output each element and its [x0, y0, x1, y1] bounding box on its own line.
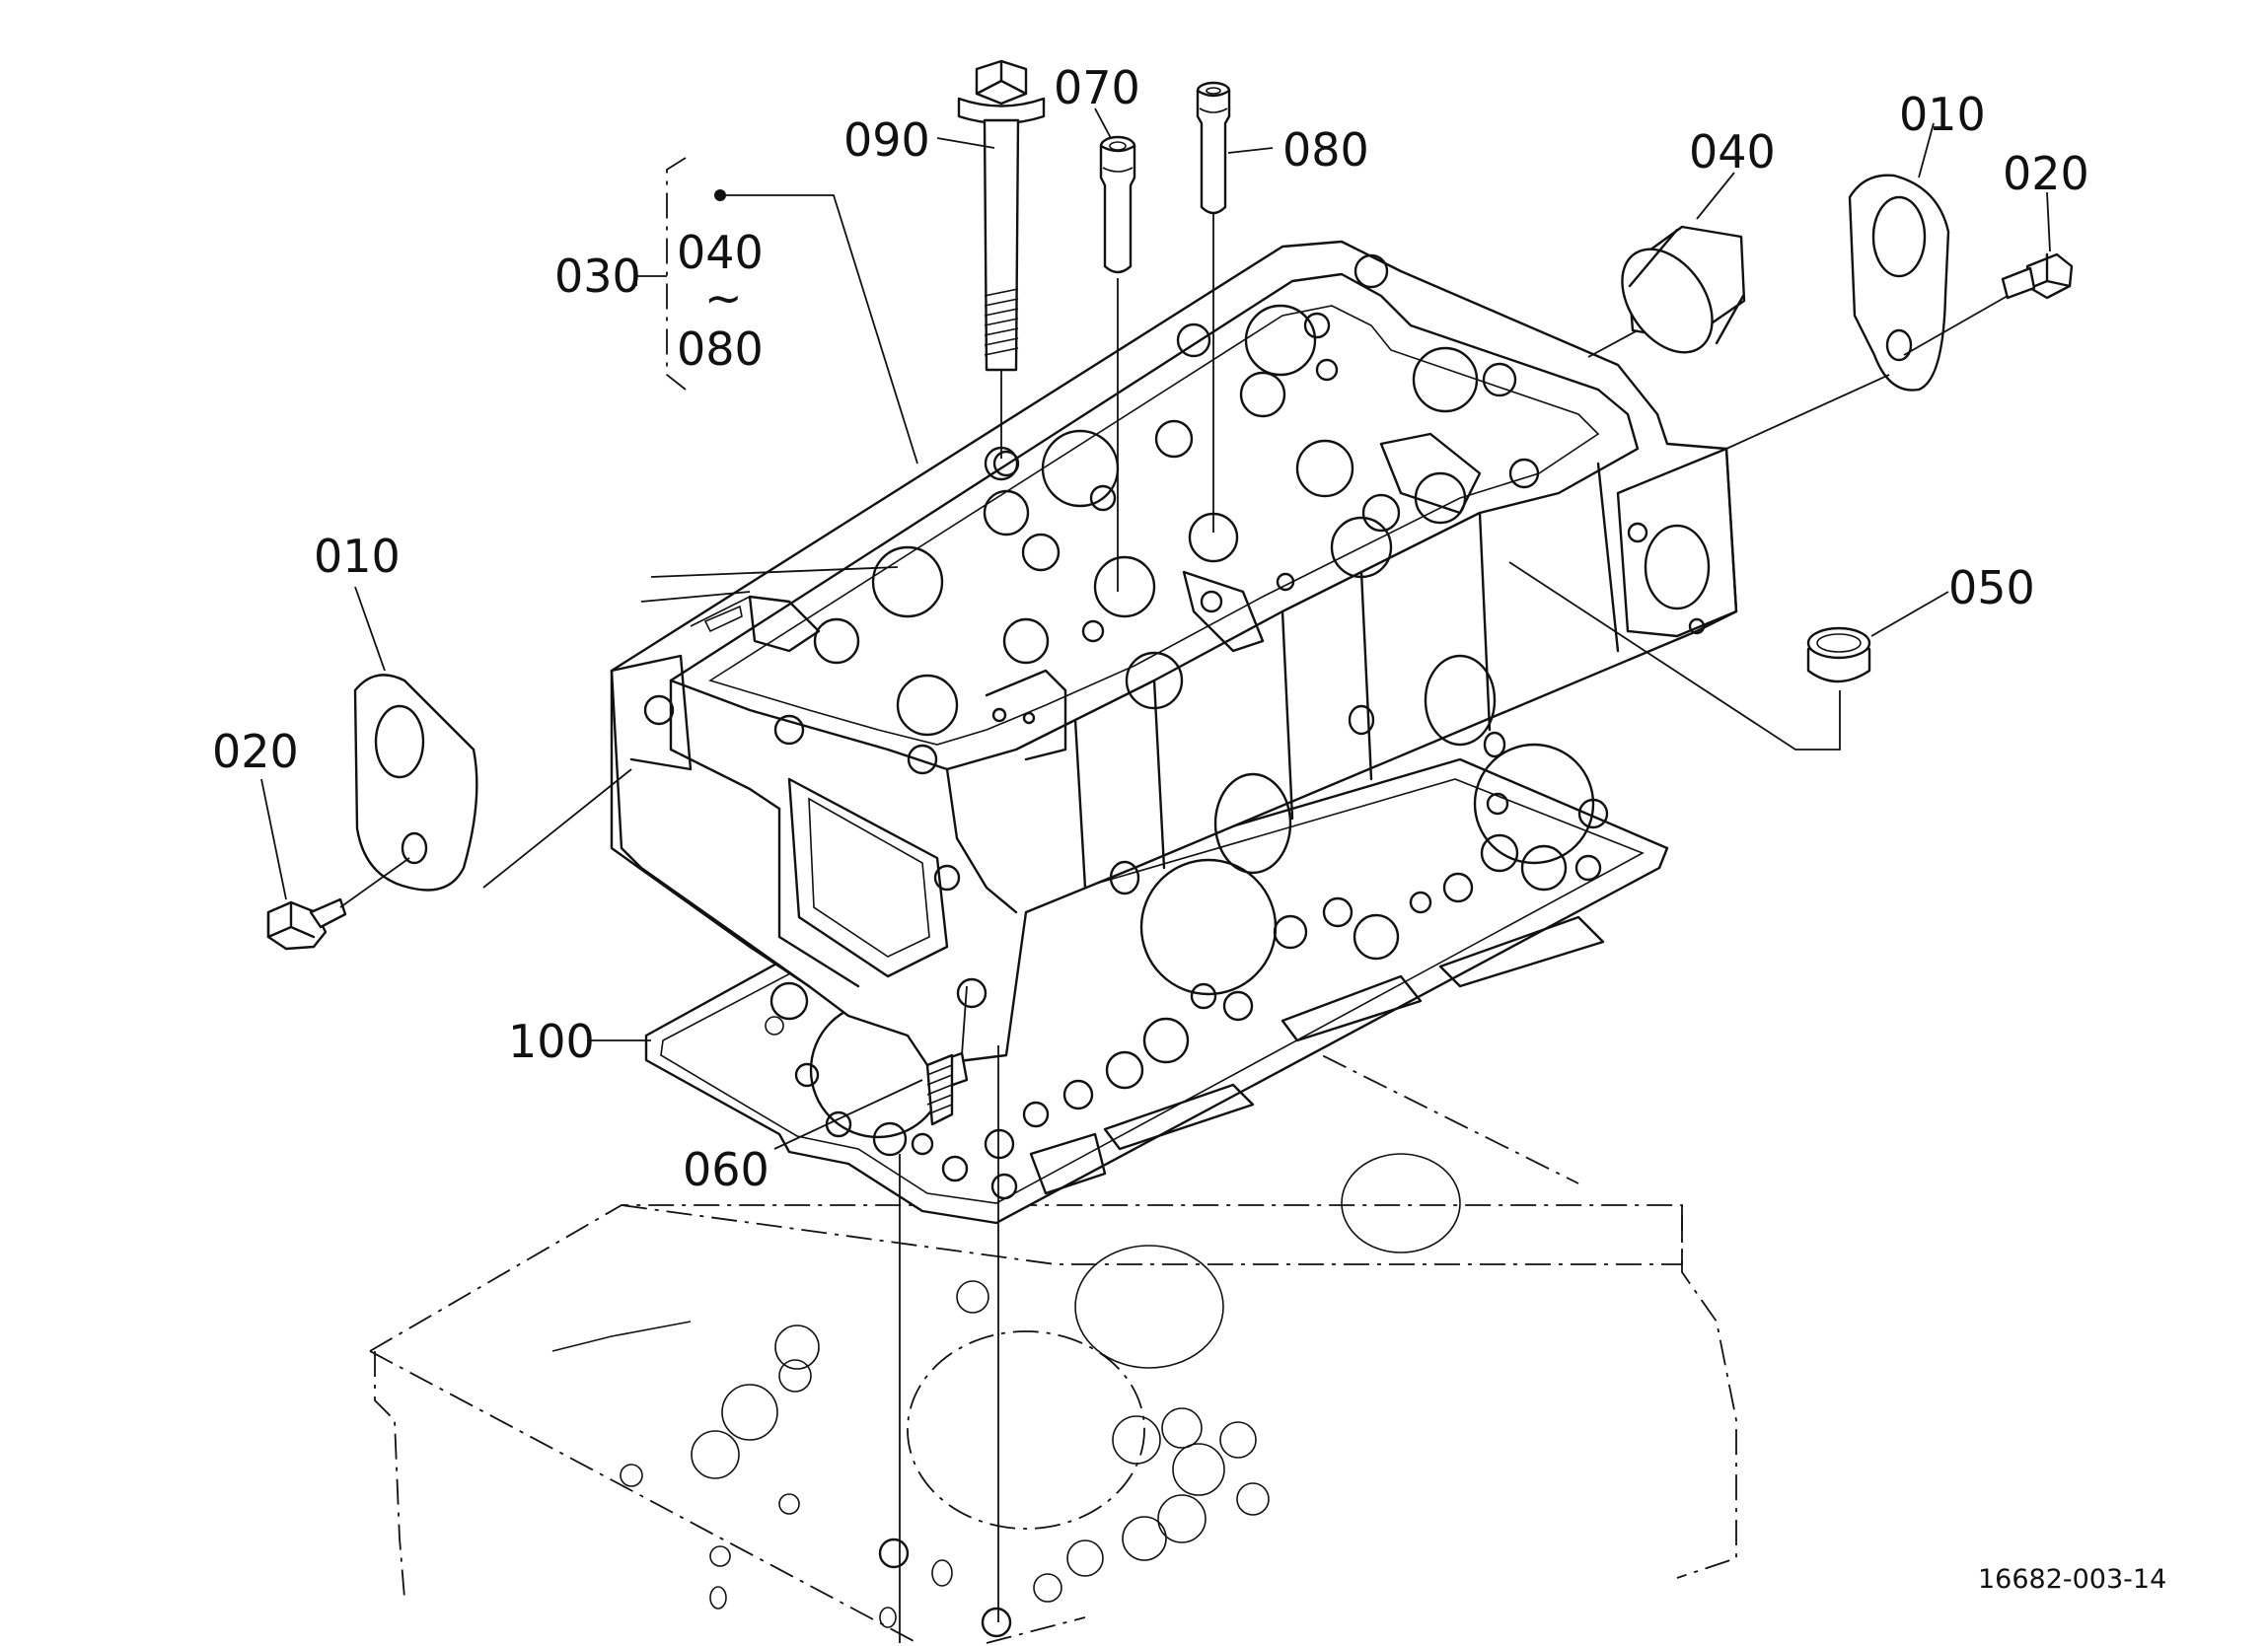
stud-060 — [925, 1051, 969, 1126]
label-070: 070 — [1054, 61, 1140, 114]
head-bolt-090 — [957, 59, 1046, 372]
cylinder-head-030 — [610, 240, 1738, 1067]
valve-guide-070 — [1099, 135, 1136, 274]
label-050: 050 — [1948, 561, 2035, 614]
label-010-right: 010 — [1899, 88, 1986, 141]
label-060: 060 — [683, 1143, 769, 1196]
label-090: 090 — [843, 113, 930, 167]
label-020-left: 020 — [212, 725, 299, 778]
label-080: 080 — [1282, 123, 1369, 177]
engine-block-outline — [369, 1035, 1737, 1644]
label-030-range-end: 080 — [677, 322, 764, 376]
group-bracket-030 — [635, 157, 687, 391]
valve-guide-080 — [1196, 81, 1231, 215]
sealing-plug-040 — [1621, 225, 1746, 354]
label-100: 100 — [508, 1015, 595, 1068]
drawing-code: 16682-003-14 — [1978, 1564, 2166, 1595]
head-gasket-100 — [644, 743, 1669, 1225]
bracket-010-left — [353, 674, 478, 892]
label-040: 040 — [1689, 125, 1776, 179]
label-010-left: 010 — [314, 530, 401, 583]
bolt-020-left — [266, 897, 347, 951]
label-030-range-tilde: ~ — [704, 271, 743, 324]
part-labels: 090 070 080 040 010 020 050 010 020 100 … — [212, 61, 2166, 1595]
bracket-010-right — [1848, 174, 1950, 392]
engine-block-bores — [620, 1153, 1461, 1638]
label-030: 030 — [554, 250, 641, 303]
cap-050 — [1806, 626, 1871, 683]
label-020-right: 020 — [2003, 147, 2089, 200]
bolt-020-right — [2001, 252, 2074, 300]
leader-lines — [260, 107, 2051, 1150]
label-030-range-start: 040 — [677, 226, 764, 279]
assembly-center-lines — [339, 189, 2009, 1643]
